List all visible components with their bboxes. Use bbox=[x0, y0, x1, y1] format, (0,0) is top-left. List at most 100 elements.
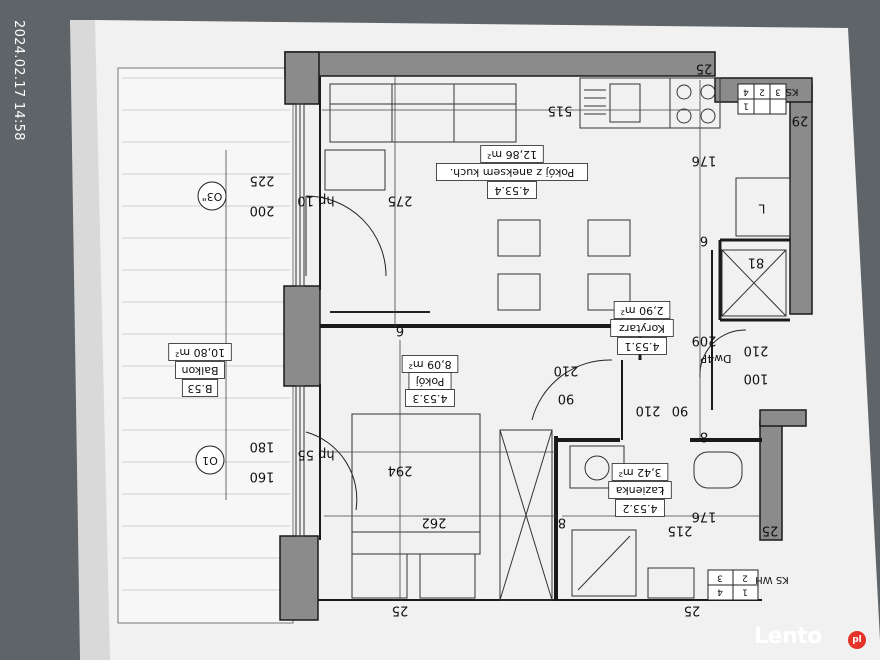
shaft-bottom-cell-3: 1 bbox=[742, 587, 748, 597]
dim-d81: 81 bbox=[748, 255, 765, 270]
main-room-area-text: 12,86 m² bbox=[487, 148, 537, 161]
dim-d176b: 176 bbox=[692, 509, 717, 524]
bathroom-area: 3,42 m² bbox=[611, 463, 669, 481]
shaft-top-cell-3-text: 1 bbox=[743, 101, 749, 111]
main-room-area: 12,86 m² bbox=[480, 145, 544, 163]
dim-d100-text: 100 bbox=[744, 371, 769, 386]
dim-d90a: 90 bbox=[558, 391, 575, 406]
furniture-main bbox=[324, 77, 791, 311]
sink bbox=[584, 89, 606, 115]
dim-d160-text: 160 bbox=[250, 469, 275, 484]
window-tag-o1-text: O1 bbox=[202, 454, 218, 467]
dim-d180: 180 bbox=[250, 439, 275, 454]
dim-d25a-text: 25 bbox=[696, 61, 713, 76]
shaft-top-cell-0-text: 4 bbox=[743, 87, 749, 97]
balcony-name-text: Balkon bbox=[181, 364, 218, 377]
dim-d176b-text: 176 bbox=[692, 509, 717, 524]
main-room-name: Pokój z aneksem kuch. bbox=[435, 163, 589, 181]
bedroom-code-text: 4.53.3 bbox=[413, 392, 448, 405]
dim-d215: 215 bbox=[668, 523, 693, 538]
shaft-top-cell-1: 2 bbox=[759, 87, 765, 97]
dining-chair-4 bbox=[587, 273, 631, 311]
balcony-code-text: B.53 bbox=[187, 382, 212, 395]
dim-d8a: 8 bbox=[700, 429, 708, 444]
dim-d262-text: 262 bbox=[422, 515, 447, 530]
dim-d180-text: 180 bbox=[250, 439, 275, 454]
dim-hp55-text: hp 55 bbox=[297, 447, 334, 462]
shaft-top-cell-0: 4 bbox=[743, 87, 749, 97]
dim-d225-text: 225 bbox=[250, 173, 275, 188]
bathroom-area-text: 3,42 m² bbox=[618, 466, 661, 479]
dim-d81-text: 81 bbox=[748, 255, 765, 270]
shaft-bottom-cell-2-text: 4 bbox=[717, 587, 723, 597]
corridor-code: 4.53.1 bbox=[617, 337, 667, 355]
door-tag-dw4p: Dw4P bbox=[700, 352, 731, 365]
shaft-grid-bottom bbox=[707, 569, 759, 601]
dim-d176a-text: 176 bbox=[692, 153, 717, 168]
windows bbox=[295, 103, 305, 537]
shaft-bottom-cell-2: 4 bbox=[717, 587, 723, 597]
dim-d209-text: 209 bbox=[692, 333, 717, 348]
interior-walls bbox=[318, 76, 790, 601]
shaft-top-cell-3: 1 bbox=[743, 101, 749, 111]
dim-d25d-text: 25 bbox=[684, 603, 701, 618]
washing-machine bbox=[647, 567, 695, 599]
hob bbox=[669, 77, 721, 129]
bedroom-area: 8,09 m² bbox=[401, 355, 459, 373]
balcony-area: 10,80 m² bbox=[168, 343, 232, 361]
dim-d262: 262 bbox=[422, 515, 447, 530]
dim-d210a-text: 210 bbox=[744, 343, 769, 358]
shaft-label-top-text: KS bbox=[786, 86, 799, 97]
timestamp-text: 2024.02.17 14:58 bbox=[11, 20, 26, 141]
wall-right-lower-cap bbox=[759, 409, 807, 427]
dim-d8a-text: 8 bbox=[700, 429, 708, 444]
dim-d90b: 90 bbox=[672, 403, 689, 418]
dim-d275: 275 bbox=[388, 193, 413, 208]
dim-d275-text: 275 bbox=[388, 193, 413, 208]
fridge-label: L bbox=[758, 202, 765, 216]
shower bbox=[571, 529, 637, 597]
dim-d90b-text: 90 bbox=[672, 403, 689, 418]
bathroom-code-text: 4.53.2 bbox=[623, 502, 658, 515]
furniture-bathroom bbox=[569, 249, 787, 599]
watermark-badge: pl bbox=[848, 631, 866, 649]
dim-hp10: hp 10 bbox=[297, 193, 334, 208]
door-swings bbox=[305, 195, 747, 511]
corridor-area-text: 2,90 m² bbox=[620, 304, 663, 317]
wardrobe bbox=[499, 429, 553, 601]
dim-d209: 209 bbox=[692, 333, 717, 348]
toilet bbox=[693, 451, 743, 489]
shaft-grid-top bbox=[737, 83, 787, 115]
dim-d215-text: 215 bbox=[668, 523, 693, 538]
fridge bbox=[735, 177, 791, 237]
main-room-name-text: Pokój z aneksem kuch. bbox=[450, 166, 575, 179]
dim-d210c: 210 bbox=[636, 403, 661, 418]
dim-d100: 100 bbox=[744, 371, 769, 386]
bathroom-code: 4.53.2 bbox=[615, 499, 665, 517]
bedroom-name: Pokój bbox=[408, 372, 452, 390]
wall-left-pier-mid bbox=[283, 285, 321, 387]
corridor-name: Korytarz bbox=[610, 319, 674, 337]
paper-shadow-left bbox=[70, 20, 110, 660]
bathroom-name-text: Łazienka bbox=[616, 484, 665, 497]
dining-chair-3 bbox=[497, 273, 541, 311]
balcony-code: B.53 bbox=[181, 379, 219, 397]
dim-d25b-text: 25 bbox=[762, 523, 779, 538]
dim-d210c-text: 210 bbox=[636, 403, 661, 418]
shaft-label-bottom-text: KS WH bbox=[755, 574, 789, 585]
dim-d294: 294 bbox=[388, 463, 413, 478]
lento-watermark: Lento pl bbox=[748, 622, 872, 654]
wall-top bbox=[284, 51, 716, 77]
bedroom-area-text: 8,09 m² bbox=[408, 358, 451, 371]
main-room-code: 4.53.4 bbox=[487, 181, 537, 199]
dim-d210a: 210 bbox=[744, 343, 769, 358]
dim-d29-text: 29 bbox=[792, 113, 809, 128]
dim-d210b-text: 210 bbox=[554, 363, 579, 378]
wall-left-pier-bottom bbox=[279, 535, 319, 621]
photo-timestamp: 2024.02.17 14:58 bbox=[8, 18, 30, 148]
dim-d515: 515 bbox=[548, 103, 573, 118]
fridge-label-text: L bbox=[758, 202, 765, 216]
corridor-area: 2,90 m² bbox=[613, 301, 671, 319]
dim-d515-text: 515 bbox=[548, 103, 573, 118]
